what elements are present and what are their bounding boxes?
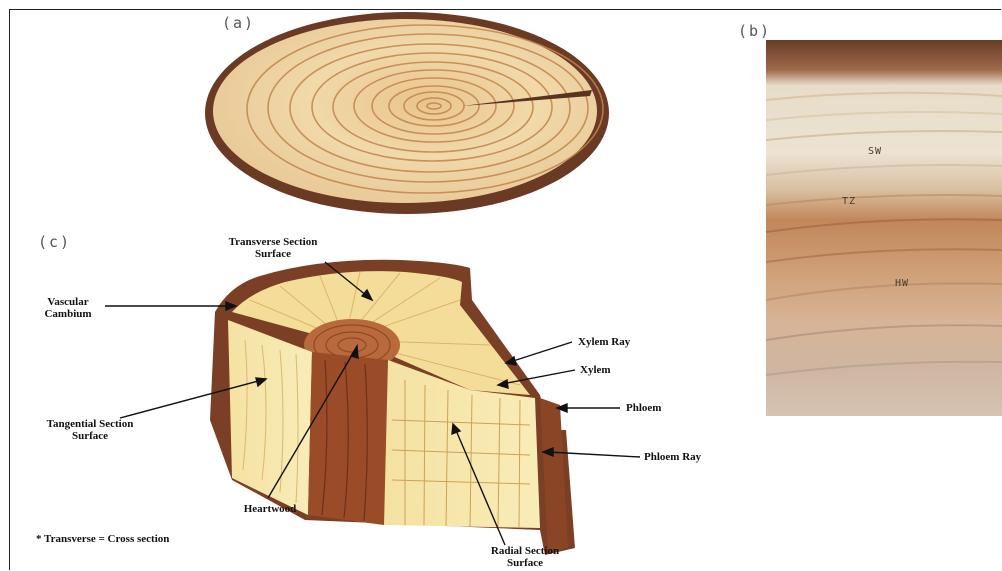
label-phloem-ray: Phloem Ray (644, 451, 701, 463)
tree-disc-a (205, 12, 609, 214)
label-transition-zone: TZ (842, 196, 856, 207)
label-heartwood-photo: HW (895, 278, 909, 289)
footnote: * Transverse = Cross section (36, 533, 169, 545)
label-xylem: Xylem (580, 364, 611, 376)
label-radial-section: Radial Section Surface (460, 545, 590, 569)
label-sapwood: SW (868, 146, 882, 157)
label-transverse-section: Transverse Section Surface (203, 236, 343, 260)
photo-b (766, 40, 1002, 416)
label-phloem: Phloem (626, 402, 661, 414)
label-xylem-ray: Xylem Ray (578, 336, 630, 348)
label-heartwood: Heartwood (225, 503, 315, 515)
label-vascular-cambium: Vascular Cambium (28, 296, 108, 320)
label-tangential-section: Tangential Section Surface (10, 418, 170, 442)
